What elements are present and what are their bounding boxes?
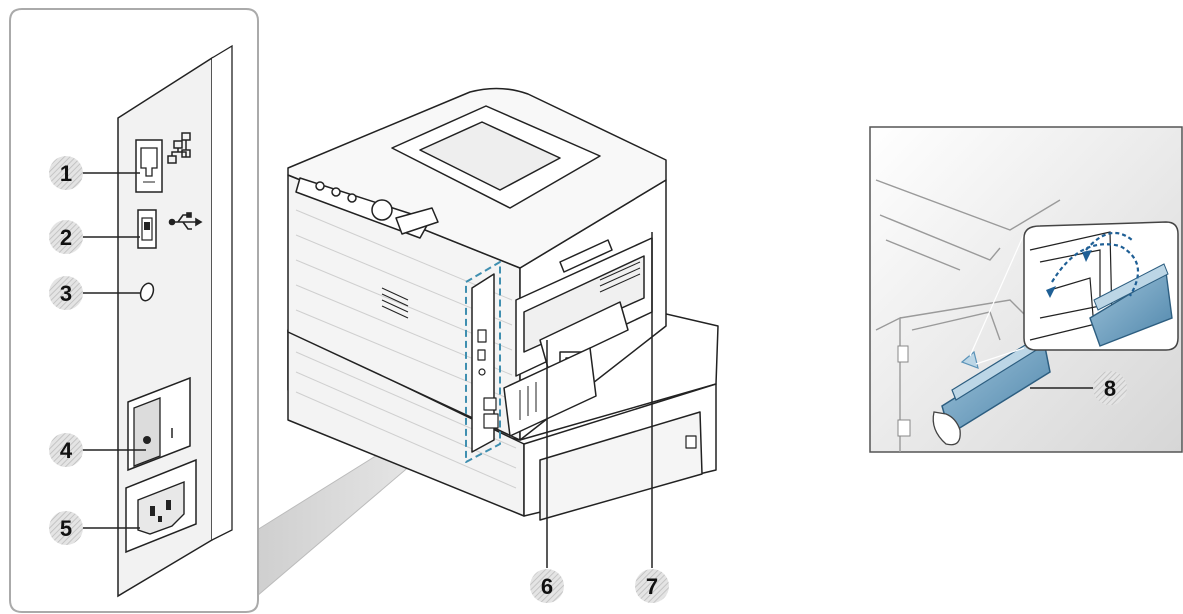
duplex-unit-icon <box>503 237 653 437</box>
callout-7: 7 <box>635 569 669 603</box>
callout-1-label: 1 <box>60 161 72 186</box>
callout-7-label: 7 <box>646 574 658 599</box>
ports-highlight <box>465 261 501 463</box>
callout-6: 6 <box>530 569 564 603</box>
callout-1: 1 <box>49 156 83 190</box>
network-port <box>135 139 163 193</box>
usb-port-icon <box>168 212 203 230</box>
reset-hole-icon <box>139 282 155 302</box>
callout-6-label: 6 <box>541 574 553 599</box>
callout-8-label: 8 <box>1104 376 1116 401</box>
callout-2: 2 <box>49 220 83 254</box>
usb-port <box>137 209 157 249</box>
callout-4-label: 4 <box>60 438 73 463</box>
callout-8: 8 <box>1093 371 1127 405</box>
callout-4: 4 <box>49 433 83 467</box>
network-port-icon <box>167 132 191 164</box>
callout-3-label: 3 <box>60 281 72 306</box>
callout-2-label: 2 <box>60 225 72 250</box>
power-switch-icon <box>127 376 191 472</box>
power-socket-icon <box>125 458 197 554</box>
callout-5-label: 5 <box>60 516 72 541</box>
duplex-removal-inset <box>869 126 1183 453</box>
rear-port-detail-panel <box>9 8 259 613</box>
callout-5: 5 <box>49 511 83 545</box>
printer-rear-view <box>287 87 719 521</box>
callout-3: 3 <box>49 276 83 310</box>
